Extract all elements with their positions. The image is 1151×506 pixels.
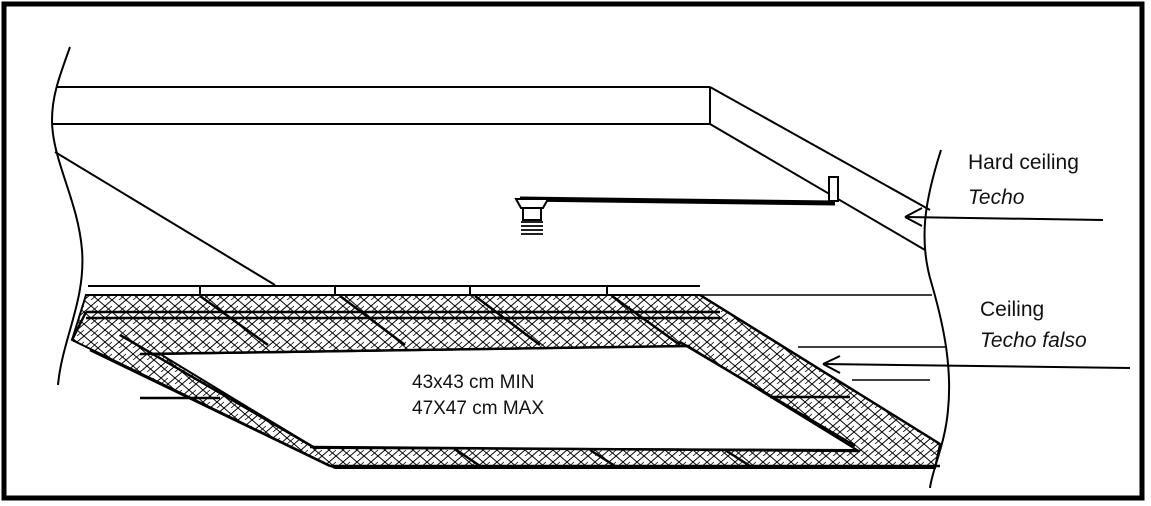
hard-ceiling-slab <box>52 86 931 286</box>
ceiling-arrow <box>822 355 1131 374</box>
ceiling-label-es: Techo falso <box>980 329 1087 352</box>
suspended-ceiling <box>70 285 945 469</box>
left-break-line <box>50 46 84 386</box>
hard-ceiling-arrow <box>904 207 1104 227</box>
hard-ceiling-label-es: Techo <box>968 186 1025 209</box>
right-break-line <box>923 149 951 489</box>
opening-max-size: 47X47 cm MAX <box>412 398 544 419</box>
opening-min-size: 43x43 cm MIN <box>412 372 535 393</box>
ceiling-label: Ceiling <box>980 298 1045 321</box>
hard-ceiling-label: Hard ceiling <box>968 151 1079 174</box>
sprinkler <box>514 176 839 235</box>
